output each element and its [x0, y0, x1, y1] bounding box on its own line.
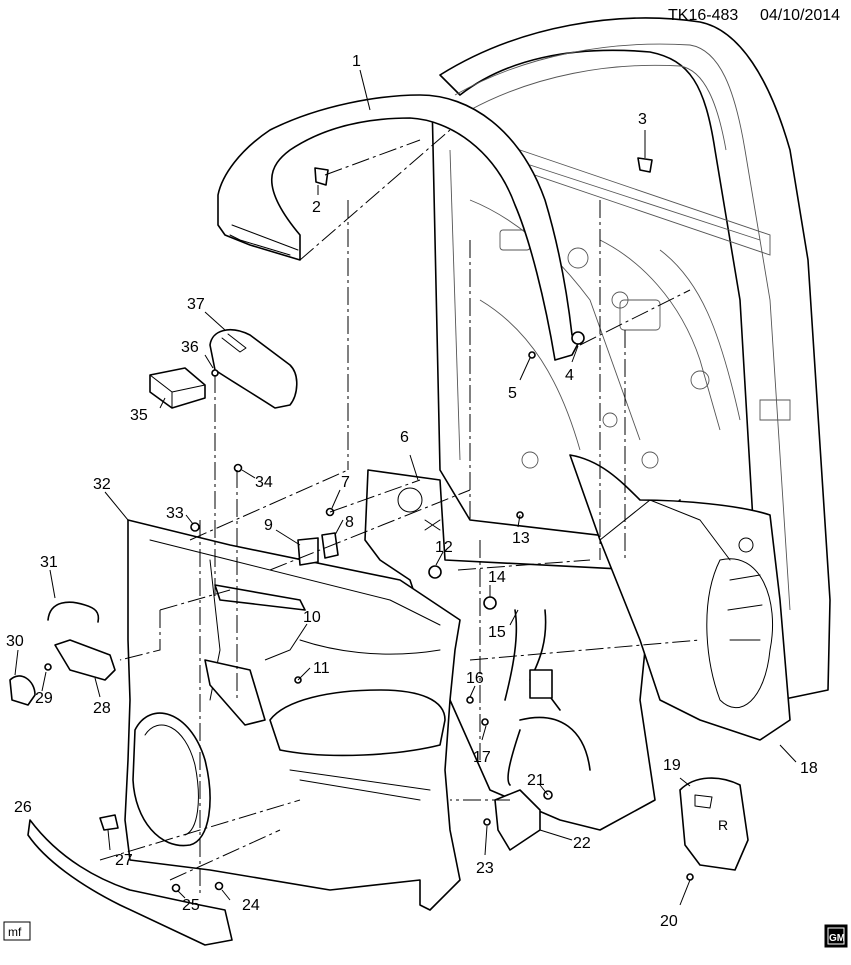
gm-logo-text: GM [829, 933, 845, 944]
mf-badge: mf [3, 921, 31, 941]
part-connector [529, 669, 553, 699]
gm-logo: GM [824, 924, 848, 948]
part-handle-cover [9, 675, 36, 706]
callout-35: 35 [130, 407, 148, 424]
part-upper-trim [217, 94, 581, 361]
callout-33: 33 [166, 505, 184, 522]
callout-4: 4 [565, 367, 574, 384]
callout-30: 30 [6, 633, 24, 650]
callout-22: 22 [573, 835, 591, 852]
callout-16: 16 [466, 670, 484, 687]
part-clip-3 [637, 157, 653, 173]
callout-10: 10 [303, 609, 321, 626]
callout-2: 2 [312, 199, 321, 216]
fasteners [44, 331, 694, 893]
callout-6: 6 [400, 429, 409, 446]
diagram-date: 04/10/2014 [760, 7, 840, 24]
alignment-lines [99, 129, 701, 895]
part-module [149, 367, 206, 409]
callout-18: 18 [800, 760, 818, 777]
callout-20: 20 [660, 913, 678, 930]
part-armrest-cover [209, 329, 298, 409]
callout-27: 27 [115, 852, 133, 869]
part-lower-trim-strip [27, 819, 233, 946]
callout-26: 26 [14, 799, 32, 816]
callout-29: 29 [35, 690, 53, 707]
callouts: 1 2 3 4 5 6 7 8 9 10 11 12 13 14 15 16 1… [6, 53, 818, 930]
callout-31: 31 [40, 554, 58, 571]
door-frame [431, 17, 831, 701]
part-window-switch: R [679, 777, 749, 871]
callout-32: 32 [93, 476, 111, 493]
callout-34: 34 [255, 474, 273, 491]
callout-37: 37 [187, 296, 205, 313]
callout-21: 21 [527, 772, 545, 789]
callout-8: 8 [345, 514, 354, 531]
callout-9: 9 [264, 517, 273, 534]
callout-24: 24 [242, 897, 260, 914]
callout-7: 7 [341, 474, 350, 491]
callout-23: 23 [476, 860, 494, 877]
leader-lines [14, 69, 797, 906]
switch-label: R [718, 817, 728, 833]
speaker-grille [132, 712, 211, 847]
reference-code: TK16-483 [668, 7, 738, 24]
callout-3: 3 [638, 111, 647, 128]
callout-13: 13 [512, 530, 530, 547]
callout-15: 15 [488, 624, 506, 641]
part-wire-harness-15 [504, 609, 591, 786]
callout-25: 25 [182, 897, 200, 914]
part-water-deflector [364, 469, 656, 831]
callout-19: 19 [663, 757, 681, 774]
part-wire-harness-31 [47, 601, 100, 623]
callout-28: 28 [93, 700, 111, 717]
callout-1: 1 [352, 53, 361, 70]
callout-14: 14 [488, 569, 506, 586]
part-handle-bezel [54, 639, 116, 681]
callout-17: 17 [473, 749, 491, 766]
callout-12: 12 [435, 539, 453, 556]
mf-label: mf [8, 925, 22, 939]
callout-5: 5 [508, 385, 517, 402]
part-clip-2 [314, 167, 329, 186]
callout-36: 36 [181, 339, 199, 356]
callout-11: 11 [313, 660, 330, 677]
part-door-trim-panel [124, 519, 461, 911]
